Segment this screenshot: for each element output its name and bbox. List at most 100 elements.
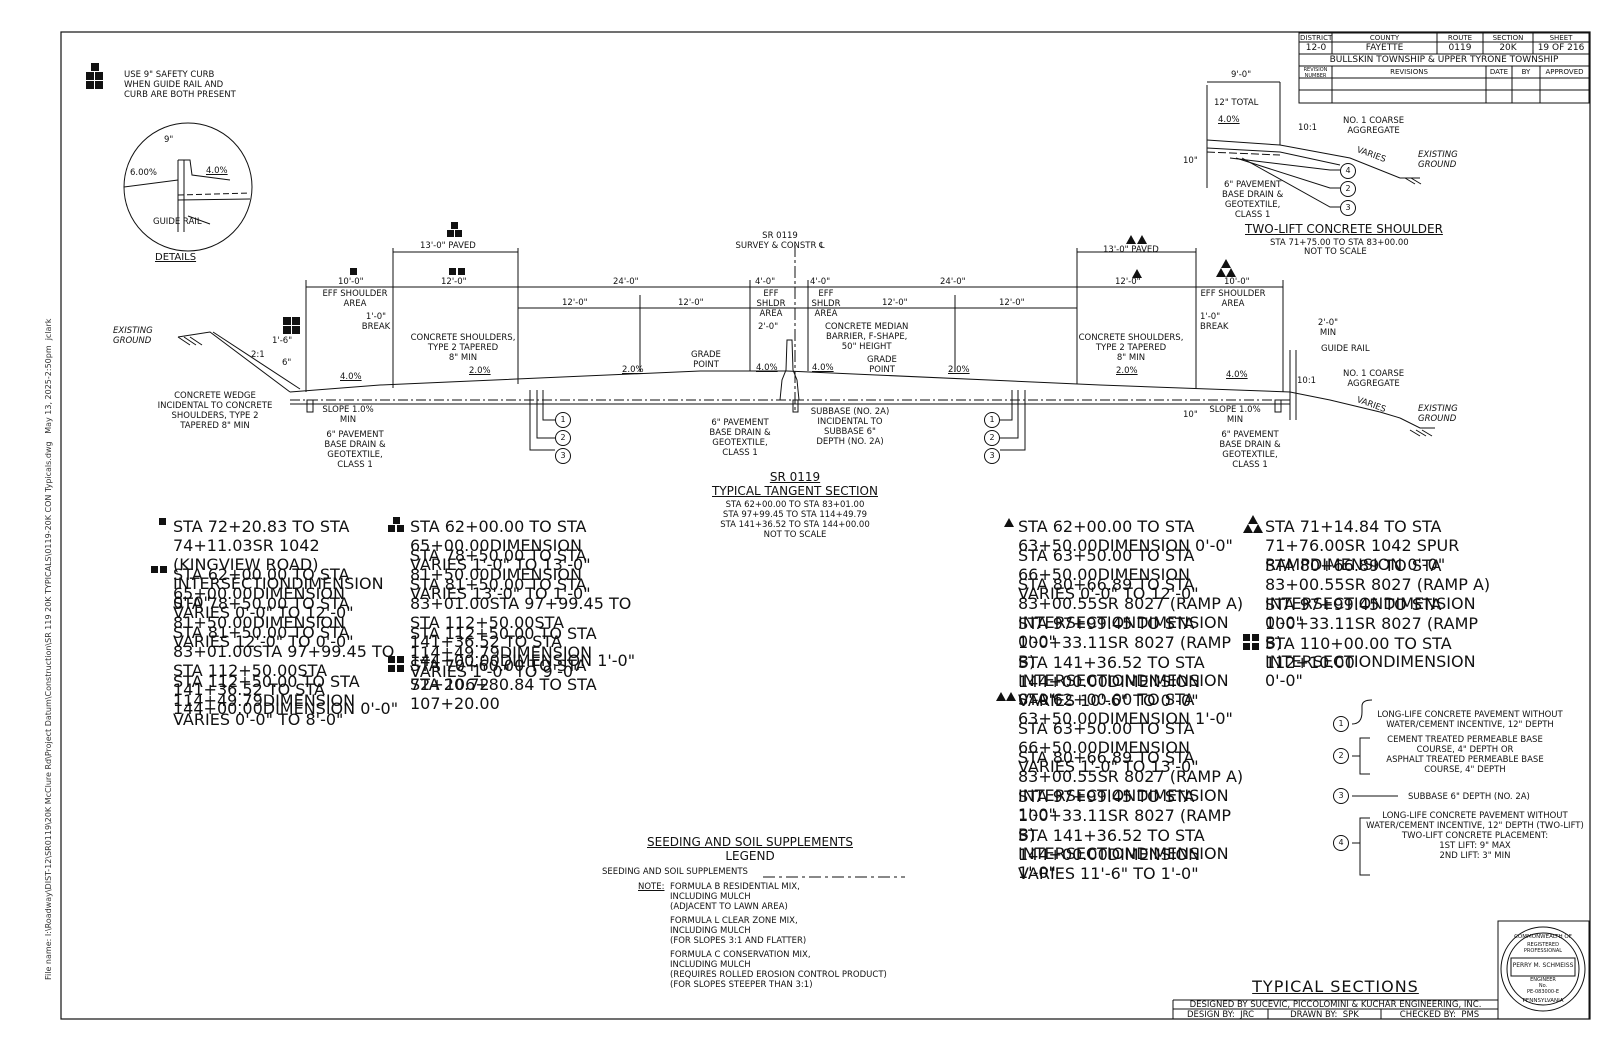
dim-10-right: 10'-0"	[1224, 277, 1250, 287]
tb-county: FAYETTE	[1365, 43, 1404, 53]
note-line: STA 63+50.00 TO STA 66+50.00	[1018, 546, 1195, 584]
note-line: DIMENSION VARIES 0'-0" TO 8'-0"	[173, 691, 356, 729]
slope-6: 2.0%	[948, 365, 970, 375]
note-line: DIMENSION VARIES 1'-0" TO 9'-0"	[410, 643, 593, 681]
note-line: DIMENSION 0'-0"	[173, 574, 384, 612]
callout-right-1: 1	[984, 412, 1000, 428]
design-by: DESIGN BY: JRC	[1186, 1010, 1255, 1020]
note-line: DIMENSION VARIES 0'-0" TO 12'-0"	[1018, 565, 1199, 603]
note-block: STA 112+50.00 TO STA 114+49.79DIMENSION …	[410, 624, 640, 681]
triple-triangle-symbol-icon	[1243, 515, 1263, 533]
checked-by: CHECKED BY: PMS	[1399, 1010, 1480, 1020]
seeding-title: SEEDING AND SOIL SUPPLEMENTS	[647, 835, 853, 849]
detail-guide-rail: GUIDE RAIL	[153, 217, 202, 227]
seal-bottom: PENNSYLVANIA	[1522, 998, 1564, 1004]
note-line: DIMENSION 0'-0"	[1097, 536, 1233, 555]
tb-date-header: DATE	[1489, 68, 1509, 76]
tb-sheet-header: SHEET	[1549, 34, 1573, 42]
note-line: SR 8027 (RAMP A) INTERSECTION	[1018, 767, 1244, 805]
four-square-symbol-icon	[1243, 634, 1263, 650]
note-line: STA 106+80.84 TO STA 107+20.00	[410, 675, 597, 713]
note-line: STA 110+00.00 TO STA 112+10.00	[1265, 634, 1452, 672]
note-block: STA 78+50.00 TO STA 81+50.00DIMENSION VA…	[410, 546, 640, 603]
note-line: STA 62+00.00 TO STA 65+00.00	[173, 565, 350, 603]
note-block: STA 106+80.84 TO STA 107+20.00	[410, 675, 640, 713]
note-line: DIMENSION 1'-0"	[1097, 709, 1233, 728]
tb-section: 20K	[1499, 43, 1517, 53]
tb-county-header: COUNTY	[1369, 34, 1400, 42]
note-block: STA 81+50.00 TO STA 83+01.00STA 97+99.45…	[410, 575, 640, 670]
note-line: STA 80+66.89 TO STA 83+00.55	[1018, 748, 1195, 786]
break-right: 1'-0"BREAK	[1200, 312, 1229, 332]
dim-12-left: 12'-0"	[441, 277, 467, 287]
note-block: STA 110+00.00 TO STA 112+10.00	[1243, 634, 1495, 672]
dim-4-right: 4'-0"	[810, 277, 831, 287]
note-line: STA 62+00.00 TO STA 63+50.00	[1018, 690, 1195, 728]
seal-name: PERRY M. SCHMEISS	[1512, 962, 1574, 969]
note-line: STA 80+66.89 TO STA 83+00.55	[1265, 556, 1442, 594]
detail-slope-400: 4.0%	[206, 166, 228, 176]
note-line: SR 8027 (RAMP A) INTERSECTION	[1018, 594, 1244, 632]
note-block: STA 80+66.89 TO STA 83+00.55SR 8027 (RAM…	[1018, 748, 1248, 824]
right-ratio: 10:1	[1297, 376, 1317, 386]
note-line: SR 8027 (RAMP B) INTERSECTION	[1265, 614, 1479, 671]
slope-1: 4.0%	[340, 372, 362, 382]
tb-revisions-header: REVISIONS	[1390, 68, 1428, 76]
note-block: STA 141+36.52 TO STA 144+00.00DIMENSION …	[1018, 653, 1248, 710]
note-block: STA 80+66.89 TO STA 83+00.55SR 8027 (RAM…	[1018, 575, 1248, 651]
note-line: DIMENSION 0'-0"	[1265, 594, 1476, 632]
dim-24-left: 24'-0"	[613, 277, 639, 287]
note-block: STA 63+50.00 TO STA 66+50.00DIMENSION VA…	[1018, 546, 1248, 603]
dim-lane-1: 12'-0"	[562, 298, 588, 308]
slope-2: 2.0%	[469, 366, 491, 376]
note-block: STA 62+00.00 TO STA 63+50.00DIMENSION 1'…	[996, 690, 1248, 728]
twolift-nts: NOT TO SCALE	[1304, 247, 1367, 257]
file-name: File name: I:\Roadway\DIST-12\SR0119\20K…	[44, 318, 53, 980]
callout-right-2: 2	[984, 430, 1000, 446]
note-block: STA 97+99.45 TO STA 100+33.11SR 8027 (RA…	[1018, 787, 1248, 882]
note-block: STA 62+00.00 TO STA 65+00.00DIMENSION VA…	[151, 565, 403, 622]
note-line: STA 62+00.00 TO STA 65+00.00	[410, 517, 587, 555]
twolift-callout-3: 3	[1340, 200, 1356, 216]
note-block: STA 62+00.00 TO STA 63+50.00DIMENSION 0'…	[1004, 517, 1248, 555]
right-dim-10: 10"	[1183, 410, 1198, 420]
note-line: STA 97+99.45 TO STA 100+33.11	[1265, 595, 1442, 633]
note-line: STA 71+14.84 TO STA 71+76.00	[1265, 517, 1442, 555]
note-line: STA 62+00.00 TO STA 63+50.00	[1018, 517, 1195, 555]
legend-item-3: SUBBASE 6" DEPTH (NO. 2A)	[1408, 792, 1530, 802]
seeding-item-1: FORMULA B RESIDENTIAL MIX,INCLUDING MULC…	[670, 882, 800, 912]
note-line: DIMENSION 0'-0"	[262, 699, 399, 718]
note-line: STA 141+36.52 TO STA 144+00.00	[1018, 653, 1205, 691]
left-dim-1-6: 1'-6"	[272, 336, 293, 346]
slope-7: 2.0%	[1116, 366, 1138, 376]
note-line: STA 97+99.45 TO STA 112+50.00	[410, 594, 632, 632]
section-title-2: TYPICAL TANGENT SECTION	[712, 484, 878, 498]
dim-10-left: 10'-0"	[338, 277, 364, 287]
note-block: STA 112+50.00 TO STA 114+49.79DIMENSION …	[173, 672, 403, 729]
note-line: STA 81+50.00 TO STA 83+01.00	[410, 575, 587, 613]
paved-left: 13'-0" PAVED	[420, 241, 476, 251]
note-line: STA 141+36.52 TO STA 144+00.00	[1018, 826, 1205, 864]
note-line: STA 97+99.45 TO STA 100+33.11	[1018, 614, 1195, 652]
note-line: DIMENSION VARIES 12'-0" TO 0'-0"	[173, 613, 354, 651]
seeding-legend: LEGEND	[725, 849, 775, 863]
left-dim-6: 6"	[282, 358, 292, 368]
note-line: STA 72+20.83 TO STA 74+11.03	[173, 517, 350, 555]
note-line: STA 78+50.00 TO STA 81+50.00	[410, 546, 587, 584]
twolift-ratio: 10:1	[1298, 123, 1318, 133]
